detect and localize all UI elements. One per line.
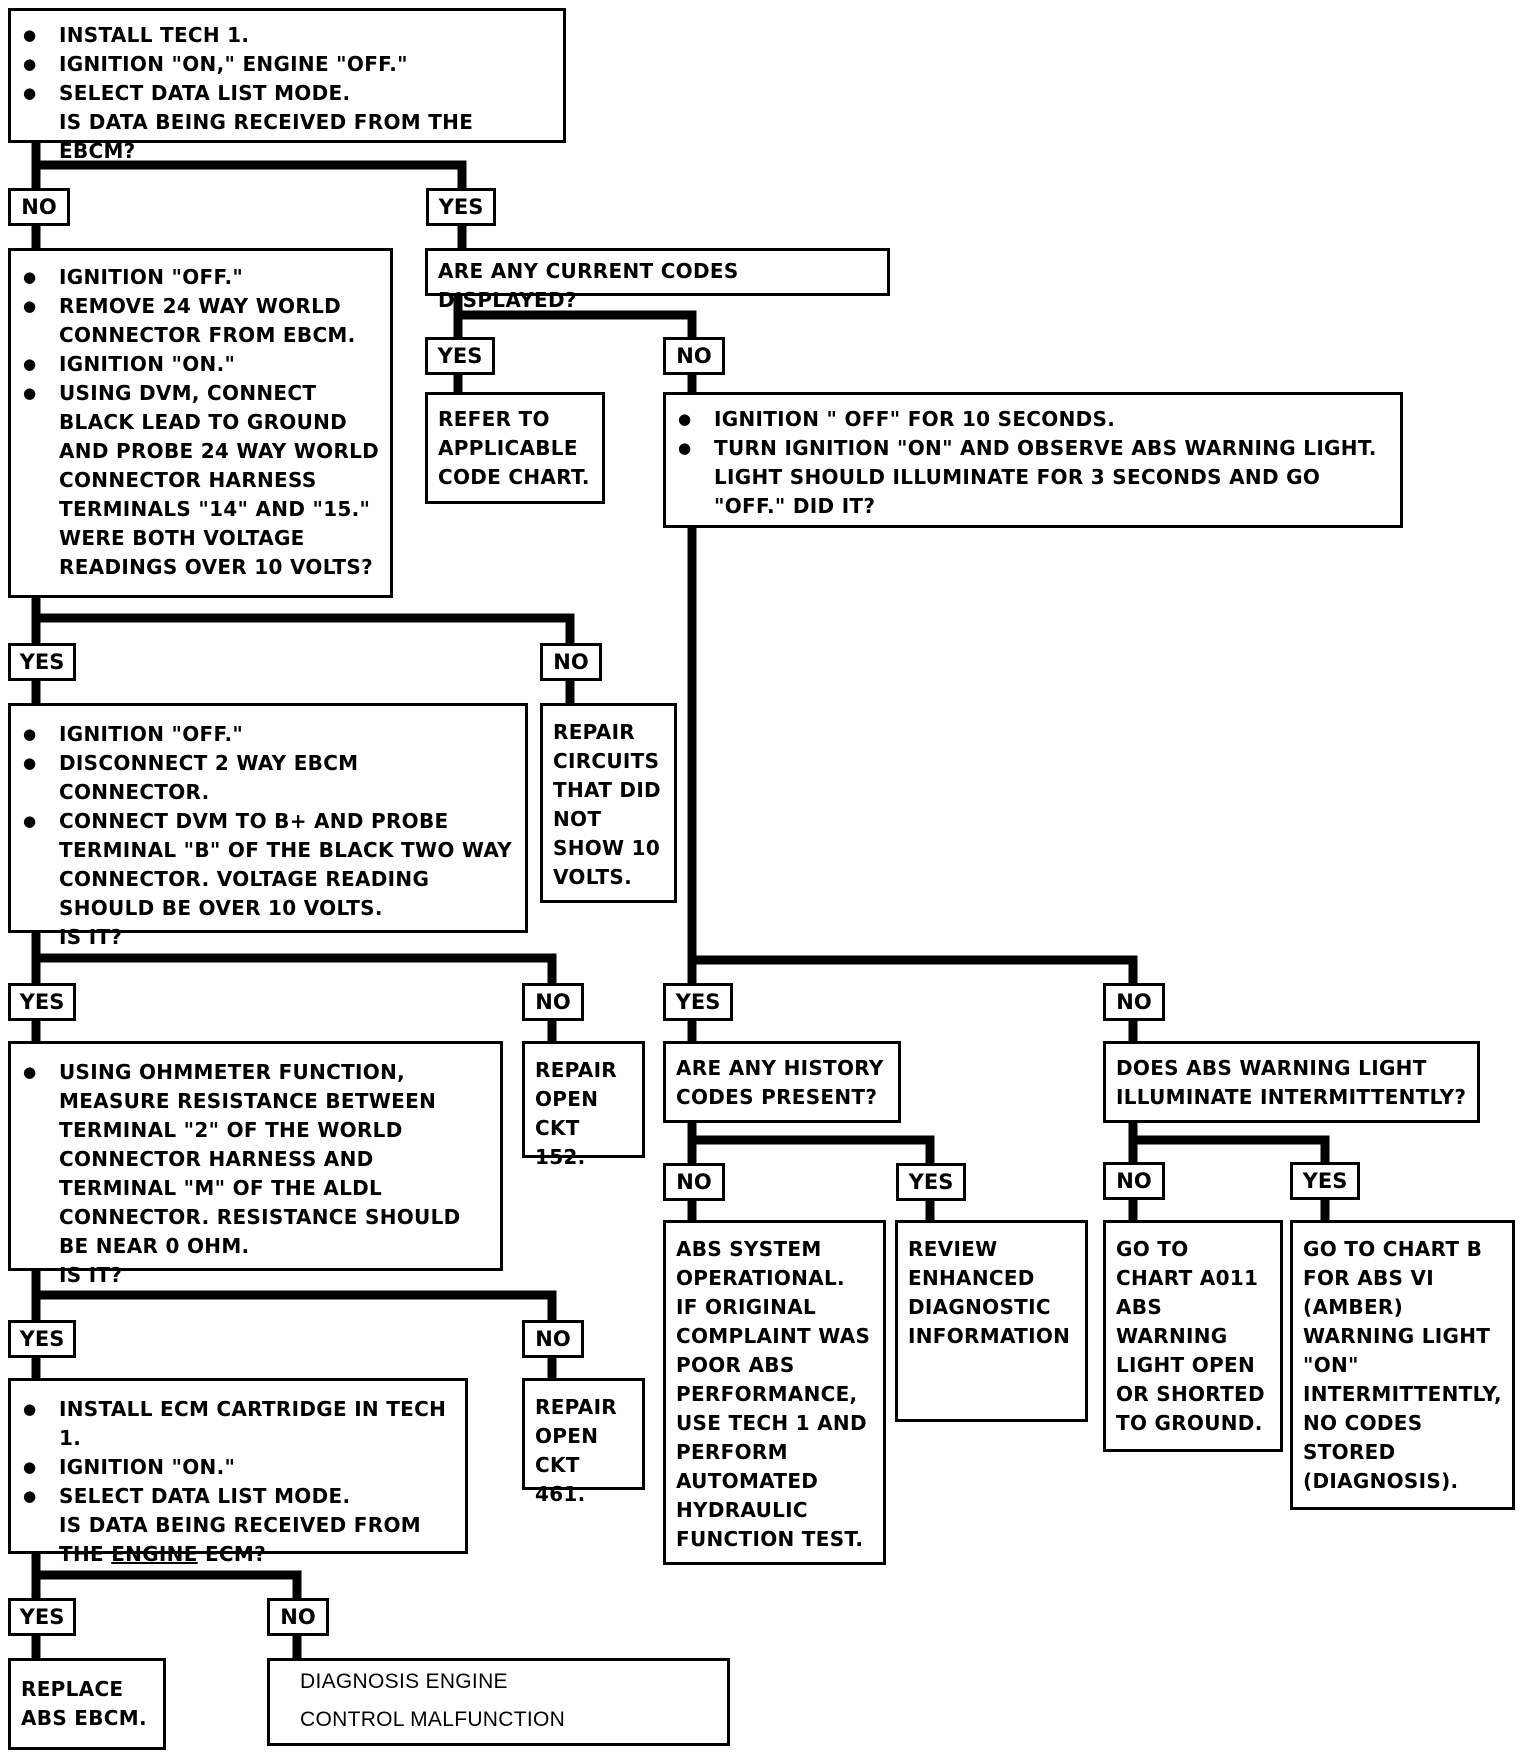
step-text: IGNITION "ON." xyxy=(21,350,380,379)
step-text: IGNITION "OFF." xyxy=(21,720,515,749)
no-label: NO xyxy=(8,188,70,226)
step-text: SELECT DATA LIST MODE. xyxy=(21,1482,455,1511)
step-text: DISCONNECT 2 WAY EBCM CONNECTOR. xyxy=(21,749,515,807)
yes-label: YES xyxy=(8,1320,76,1358)
no-label: NO xyxy=(1103,983,1165,1021)
step-question: IS IT? xyxy=(59,925,123,949)
step-ohmmeter-measurement: USING OHMMETER FUNCTION, MEASURE RESISTA… xyxy=(8,1041,503,1287)
step-question: DOES ABS WARNING LIGHT ILLUMINATE INTERM… xyxy=(1116,1056,1467,1109)
step-text: SELECT DATA LIST MODE. xyxy=(21,79,553,108)
yes-label: YES xyxy=(663,983,733,1021)
step-repair-ckt-461: REPAIR OPEN CKT 461. xyxy=(522,1378,645,1506)
step-text: IGNITION "OFF." xyxy=(21,263,380,292)
step-text: USING OHMMETER FUNCTION, MEASURE RESISTA… xyxy=(21,1058,490,1261)
yes-label: YES xyxy=(425,337,495,375)
step-refer-code-chart: REFER TO APPLICABLE CODE CHART. xyxy=(425,392,605,504)
yes-label: YES xyxy=(1290,1162,1360,1200)
question-text: ECM? xyxy=(197,1542,266,1566)
step-text: REVIEW ENHANCED DIAGNOSTIC INFORMATION xyxy=(908,1237,1071,1348)
step-question: ARE ANY CURRENT CODES DISPLAYED? xyxy=(438,259,739,312)
step-text: REPAIR CIRCUITS THAT DID NOT SHOW 10 VOL… xyxy=(553,720,661,889)
yes-label: YES xyxy=(896,1163,966,1201)
no-label: NO xyxy=(267,1598,329,1636)
step-replace-ebcm: REPLACE ABS EBCM. xyxy=(8,1658,166,1750)
step-go-to-chart-a011: GO TO CHART A011 ABS WARNING LIGHT OPEN … xyxy=(1103,1220,1283,1452)
no-label: NO xyxy=(522,983,584,1021)
step-text: GO TO CHART B FOR ABS VI (AMBER) WARNING… xyxy=(1303,1237,1502,1493)
step-text: IGNITION "ON." xyxy=(21,1453,455,1482)
no-label: NO xyxy=(663,337,725,375)
step-history-codes: ARE ANY HISTORY CODES PRESENT? xyxy=(663,1041,901,1123)
step-text: USING DVM, CONNECT BLACK LEAD TO GROUND … xyxy=(21,379,380,582)
no-label: NO xyxy=(522,1320,584,1358)
step-text: CONNECT DVM TO B+ AND PROBE TERMINAL "B"… xyxy=(21,807,515,923)
step-intermittent-light: DOES ABS WARNING LIGHT ILLUMINATE INTERM… xyxy=(1103,1041,1480,1123)
step-current-codes: ARE ANY CURRENT CODES DISPLAYED? xyxy=(425,248,890,312)
step-install-ecm-cartridge: INSTALL ECM CARTRIDGE IN TECH 1. IGNITIO… xyxy=(8,1378,468,1566)
yes-label: YES xyxy=(8,1598,76,1636)
yes-label: YES xyxy=(8,643,76,681)
step-diagnosis-engine-control: DIAGNOSIS ENGINE CONTROL MALFUNCTION xyxy=(267,1658,730,1746)
step-text: REMOVE 24 WAY WORLD CONNECTOR FROM EBCM. xyxy=(21,292,380,350)
step-review-enhanced-info: REVIEW ENHANCED DIAGNOSTIC INFORMATION xyxy=(895,1220,1088,1422)
step-text: IGNITION " OFF" FOR 10 SECONDS. xyxy=(676,405,1390,434)
step-go-to-chart-b: GO TO CHART B FOR ABS VI (AMBER) WARNING… xyxy=(1290,1220,1515,1510)
no-label: NO xyxy=(540,643,602,681)
step-text: CONTROL MALFUNCTION xyxy=(300,1708,566,1731)
step-text: INSTALL ECM CARTRIDGE IN TECH 1. xyxy=(21,1395,455,1453)
step-question: IS IT? xyxy=(59,1263,123,1287)
no-label: NO xyxy=(663,1163,725,1201)
step-text: ABS SYSTEM OPERATIONAL. IF ORIGINAL COMP… xyxy=(676,1237,871,1551)
yes-label: YES xyxy=(426,188,496,226)
step-text: IGNITION "ON," ENGINE "OFF." xyxy=(21,50,553,79)
step-question: IS DATA BEING RECEIVED FROM THE EBCM? xyxy=(59,110,474,163)
step-repair-ckt-152: REPAIR OPEN CKT 152. xyxy=(522,1041,645,1169)
step-text: DIAGNOSIS ENGINE xyxy=(300,1670,508,1693)
step-text: REPLACE ABS EBCM. xyxy=(21,1677,147,1730)
step-text: REFER TO APPLICABLE CODE CHART. xyxy=(438,407,590,489)
question-text: IS DATA BEING RECEIVED FROM THE xyxy=(59,1513,421,1566)
question-emphasis: ENGINE xyxy=(111,1542,198,1566)
step-question: IS DATA BEING RECEIVED FROM THE ENGINE E… xyxy=(21,1511,455,1569)
step-text: REPAIR OPEN CKT 152. xyxy=(535,1058,618,1169)
step-question: ARE ANY HISTORY CODES PRESENT? xyxy=(676,1056,884,1109)
step-remove-world-connector: IGNITION "OFF." REMOVE 24 WAY WORLD CONN… xyxy=(8,248,393,598)
step-text: GO TO CHART A011 ABS WARNING LIGHT OPEN … xyxy=(1116,1237,1265,1435)
no-label: NO xyxy=(1103,1162,1165,1200)
step-repair-circuits: REPAIR CIRCUITS THAT DID NOT SHOW 10 VOL… xyxy=(540,703,677,903)
step-text: REPAIR OPEN CKT 461. xyxy=(535,1395,618,1506)
step-observe-warning-light: IGNITION " OFF" FOR 10 SECONDS. TURN IGN… xyxy=(663,392,1403,528)
yes-label: YES xyxy=(8,983,76,1021)
step-disconnect-ebcm-connector: IGNITION "OFF." DISCONNECT 2 WAY EBCM CO… xyxy=(8,703,528,949)
step-install-tech1: INSTALL TECH 1. IGNITION "ON," ENGINE "O… xyxy=(8,8,566,163)
step-abs-operational: ABS SYSTEM OPERATIONAL. IF ORIGINAL COMP… xyxy=(663,1220,886,1565)
step-text: TURN IGNITION "ON" AND OBSERVE ABS WARNI… xyxy=(676,434,1390,521)
step-text: INSTALL TECH 1. xyxy=(21,21,553,50)
